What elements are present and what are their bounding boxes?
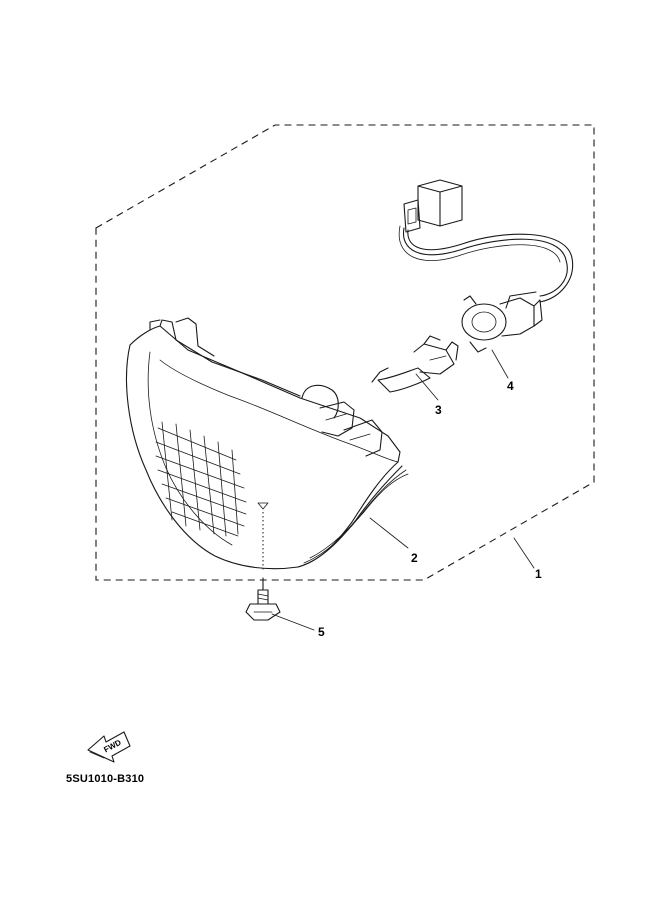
fwd-arrow-icon: FWD <box>87 731 131 763</box>
assembly-boundary <box>95 124 595 581</box>
screw <box>245 512 281 621</box>
callout-1: 1 <box>535 567 542 581</box>
callout-2: 2 <box>411 551 418 565</box>
leader-lines <box>271 349 535 631</box>
socket-cord <box>398 179 574 353</box>
callout-4: 4 <box>507 379 514 393</box>
lens-grid <box>155 421 247 537</box>
drawing-code: 5SU1010-B310 <box>66 773 145 785</box>
callout-3: 3 <box>435 403 442 417</box>
headlight-unit <box>126 317 409 570</box>
bulb <box>371 335 459 393</box>
callout-5: 5 <box>318 625 325 639</box>
